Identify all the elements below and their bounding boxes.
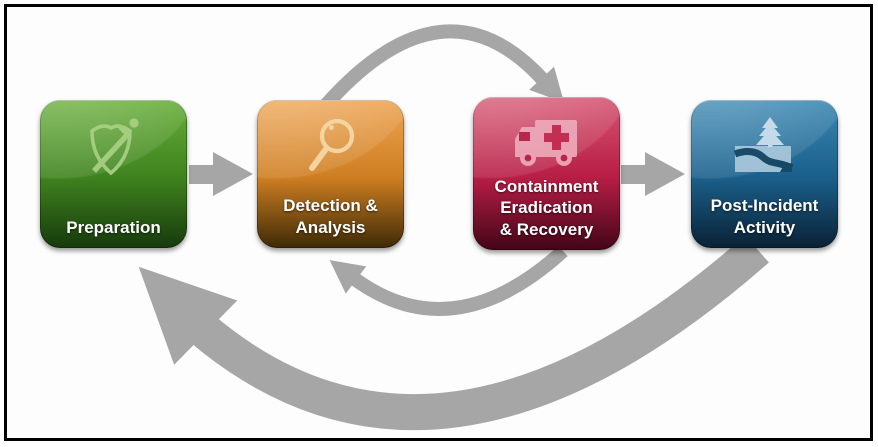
step-detection-analysis: Detection & Analysis: [257, 100, 404, 248]
step-label-line: Eradication: [500, 198, 593, 217]
arrow-containment-to-postincident: [621, 152, 685, 196]
arrow-preparation-to-detection: [189, 152, 253, 196]
step-label-line: Detection &: [283, 196, 378, 215]
ambulance-icon: [477, 109, 616, 176]
step-label-line: Activity: [733, 217, 796, 237]
tree-path-icon: [695, 112, 834, 184]
step-label: Post-Incident Activity: [695, 195, 834, 238]
step-label: Containment Eradication & Recovery: [477, 176, 616, 241]
step-label-line: Preparation: [66, 217, 161, 237]
arc-containment-to-detection: [329, 245, 568, 316]
shield-sword-icon: [44, 112, 183, 184]
step-label-line: Analysis: [295, 217, 366, 237]
step-post-incident-activity: Post-Incident Activity: [691, 100, 838, 248]
step-label: Preparation: [44, 217, 183, 239]
arc-postincident-to-preparation: [138, 235, 769, 431]
step-label-line: Containment: [494, 176, 599, 196]
step-label-line: Post-Incident: [710, 196, 819, 215]
step-containment-eradication-recovery: Containment Eradication & Recovery: [473, 97, 620, 250]
arc-detection-to-containment: [319, 24, 565, 111]
step-label: Detection & Analysis: [261, 195, 400, 238]
step-preparation: Preparation: [40, 100, 187, 248]
step-label-line: & Recovery: [499, 219, 594, 239]
magnifier-icon: [261, 112, 400, 184]
